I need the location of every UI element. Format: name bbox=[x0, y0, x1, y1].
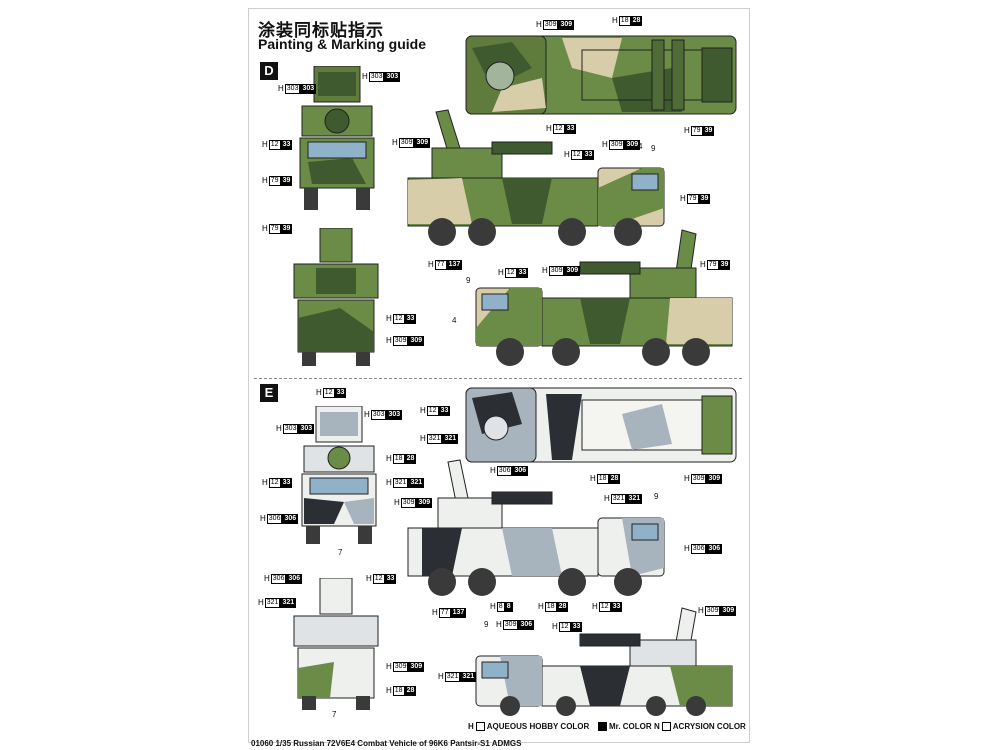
vehicle-d-top-view bbox=[465, 35, 737, 115]
marking-number: 7 bbox=[338, 548, 343, 557]
section-e-label: E bbox=[260, 384, 278, 402]
marking-number: 9 bbox=[651, 144, 656, 153]
vehicle-e-front-view bbox=[301, 406, 377, 544]
marking-number: 9 bbox=[484, 620, 489, 629]
vehicle-e-side-view-right bbox=[475, 607, 733, 716]
vehicle-d-front-view bbox=[299, 66, 375, 210]
marking-number: 7 bbox=[332, 710, 337, 719]
vehicle-e-rear-view bbox=[293, 578, 379, 710]
vehicle-d-side-view-right bbox=[475, 229, 733, 366]
section-divider bbox=[254, 378, 742, 379]
title-english: Painting & Marking guide bbox=[258, 36, 427, 52]
vehicle-e-top-view bbox=[465, 387, 737, 463]
legend-mr-color: Mr. COLOR bbox=[596, 722, 652, 732]
marking-number: 9 bbox=[654, 492, 659, 501]
vehicle-e-side-view-left bbox=[407, 459, 665, 596]
marking-number: 4 bbox=[638, 142, 643, 151]
footer-caption: 01060 1/35 Russian 72V6E4 Combat Vehicle… bbox=[251, 739, 522, 748]
marking-number: 9 bbox=[466, 276, 471, 285]
vehicle-d-side-view-left bbox=[407, 109, 665, 246]
section-d-label: D bbox=[260, 62, 278, 80]
marking-number: 4 bbox=[452, 316, 457, 325]
title-chinese: 涂装同标贴指示 bbox=[258, 21, 384, 41]
vehicle-d-rear-view bbox=[293, 228, 379, 366]
